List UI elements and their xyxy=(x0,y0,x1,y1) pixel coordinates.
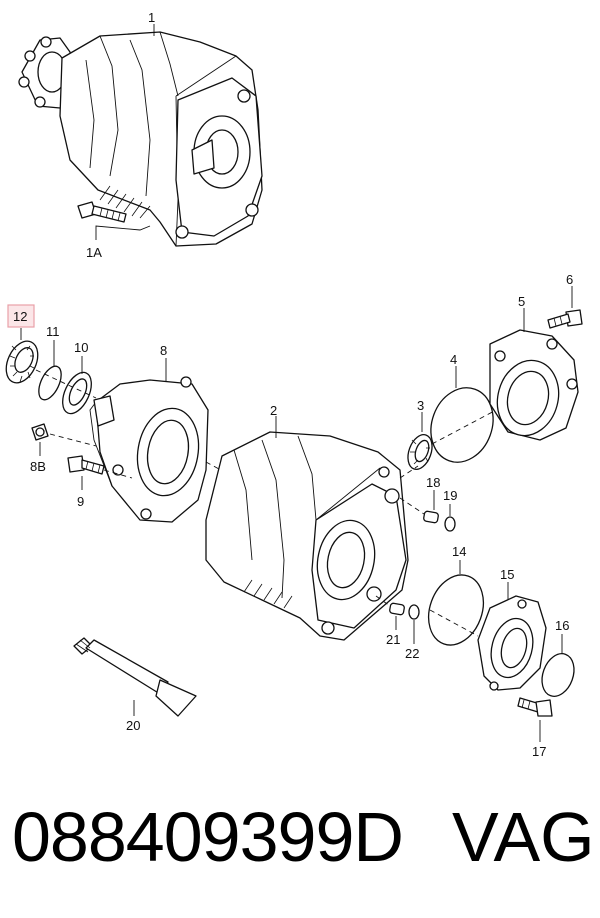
output-cover-15 xyxy=(477,595,547,691)
brand-name: VAG xyxy=(452,798,595,876)
bolt-9 xyxy=(67,455,105,475)
o-ring-4 xyxy=(430,387,494,463)
label-4: 4 xyxy=(450,352,457,367)
label-19: 19 xyxy=(443,488,457,503)
label-22: 22 xyxy=(405,646,419,661)
o-ring-14 xyxy=(427,574,485,646)
sealant-tube-20 xyxy=(73,637,197,717)
label-16: 16 xyxy=(555,618,569,633)
label-10: 10 xyxy=(74,340,88,355)
label-8b: 8B xyxy=(30,459,46,474)
footer: 088409399D VAG xyxy=(0,800,600,910)
exploded-parts-diagram: 1 1A 12 11 10 8 8B xyxy=(5,10,583,759)
pin-18 xyxy=(423,510,439,524)
o-ring-16 xyxy=(541,653,575,697)
label-6: 6 xyxy=(566,272,573,287)
label-12: 12 xyxy=(13,309,27,324)
transfer-case-housing-2 xyxy=(205,431,409,641)
plug-8b xyxy=(31,423,49,441)
label-20: 20 xyxy=(126,718,140,733)
pin-21 xyxy=(389,602,405,616)
washer-22 xyxy=(408,604,420,620)
label-14: 14 xyxy=(452,544,466,559)
label-8: 8 xyxy=(160,343,167,358)
label-11: 11 xyxy=(46,324,60,339)
transfer-case-assembly xyxy=(18,31,263,247)
label-17: 17 xyxy=(532,744,546,759)
bearing-3 xyxy=(407,434,433,470)
washer-19 xyxy=(444,516,456,532)
rear-cover-5 xyxy=(489,329,579,441)
label-21: 21 xyxy=(386,632,400,647)
front-cover-8 xyxy=(89,376,209,523)
circlip-11 xyxy=(38,365,62,401)
label-9: 9 xyxy=(77,494,84,509)
part-number: 088409399D xyxy=(12,798,404,876)
label-15: 15 xyxy=(500,567,514,582)
bearing-12 xyxy=(5,340,39,384)
bolt-6 xyxy=(547,309,583,329)
seal-ring-10 xyxy=(62,371,92,415)
label-3: 3 xyxy=(417,398,424,413)
label-1a: 1A xyxy=(86,245,102,260)
label-2: 2 xyxy=(270,403,277,418)
label-1: 1 xyxy=(148,10,155,25)
label-18: 18 xyxy=(426,475,440,490)
label-12-highlight xyxy=(7,304,35,328)
bolt-17 xyxy=(517,697,553,717)
label-5: 5 xyxy=(518,294,525,309)
